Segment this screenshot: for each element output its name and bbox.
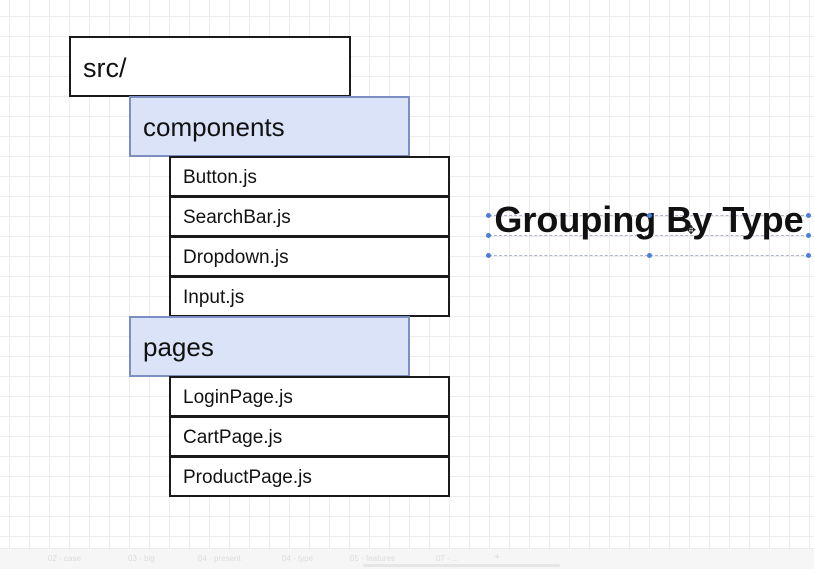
resize-handle-bottom[interactable] [647, 253, 652, 258]
title-text-box[interactable]: Grouping By Type [486, 198, 811, 282]
resize-handle-top-right[interactable] [806, 213, 811, 218]
file-box-input[interactable]: Input.js [169, 276, 450, 317]
root-folder-label: src/ [83, 53, 127, 83]
resize-handle-top-left[interactable] [486, 213, 491, 218]
file-label: CartPage.js [183, 427, 283, 448]
move-cursor-icon: ✥ [686, 223, 697, 237]
page-tab[interactable]: 05 - features [350, 554, 395, 563]
horizontal-scrollbar[interactable] [363, 564, 560, 567]
components-folder-label: components [143, 112, 285, 142]
page-tabs-bar: 02 - case 03 - big 04 - present 04 - typ… [0, 548, 814, 569]
pages-folder-box[interactable]: pages [129, 316, 410, 377]
file-box-cartpage[interactable]: CartPage.js [169, 416, 450, 457]
file-label: SearchBar.js [183, 207, 291, 228]
resize-handle-right[interactable] [806, 233, 811, 238]
diagram-title: Grouping By Type [494, 199, 804, 240]
root-folder-box[interactable]: src/ [69, 36, 351, 97]
page-tab[interactable]: 04 - type [282, 554, 314, 563]
file-box-button[interactable]: Button.js [169, 156, 450, 197]
file-label: LoginPage.js [183, 387, 293, 408]
file-box-dropdown[interactable]: Dropdown.js [169, 236, 450, 277]
page-tab[interactable]: 04 - present [198, 554, 241, 563]
file-label: Input.js [183, 287, 245, 308]
page-tab[interactable]: 02 - case [48, 554, 81, 563]
add-page-icon[interactable]: + [494, 551, 501, 563]
page-tab[interactable]: 07 - ... [436, 554, 459, 563]
file-box-productpage[interactable]: ProductPage.js [169, 456, 450, 497]
pages-folder-label: pages [143, 332, 214, 362]
page-tab[interactable]: 03 - big [128, 554, 155, 563]
file-box-loginpage[interactable]: LoginPage.js [169, 376, 450, 417]
file-label: Button.js [183, 167, 257, 188]
resize-handle-top[interactable] [647, 213, 652, 218]
resize-handle-bottom-left[interactable] [486, 253, 491, 258]
resize-handle-left[interactable] [486, 233, 491, 238]
file-label: Dropdown.js [183, 247, 289, 268]
components-folder-box[interactable]: components [129, 96, 410, 157]
selection-guide-middle [489, 235, 809, 236]
file-box-searchbar[interactable]: SearchBar.js [169, 196, 450, 237]
file-label: ProductPage.js [183, 467, 312, 488]
resize-handle-bottom-right[interactable] [806, 253, 811, 258]
